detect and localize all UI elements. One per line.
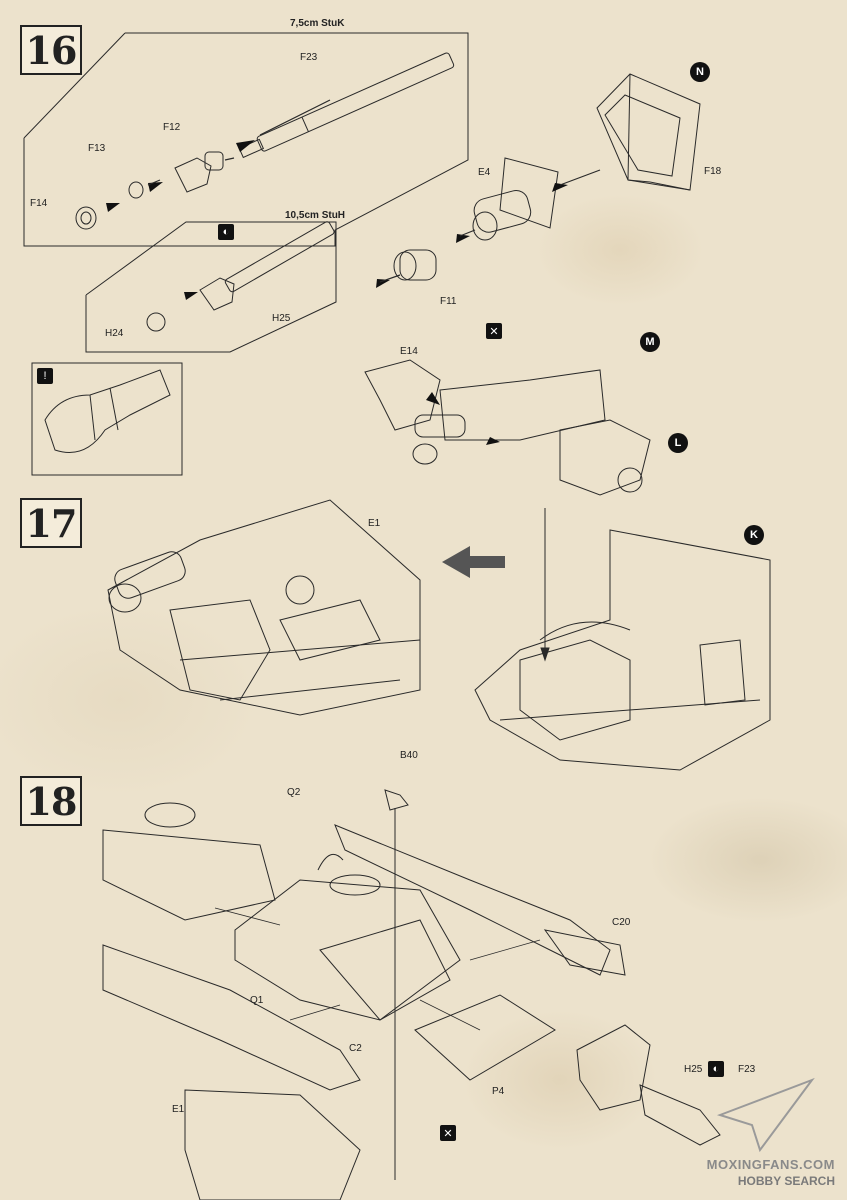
step17-assembly-right bbox=[474, 529, 771, 771]
part-f11 bbox=[393, 249, 437, 281]
variant-switch-icon: ◐ bbox=[218, 224, 234, 240]
glue-icon-step18: ✕ bbox=[440, 1125, 456, 1141]
paint-icon: ! bbox=[37, 368, 53, 384]
variant-switch-icon-step18: ◐ bbox=[708, 1061, 724, 1077]
glue-icon: ✕ bbox=[486, 323, 502, 339]
gun-mount-assembly bbox=[364, 359, 651, 496]
barrel-h25 bbox=[224, 221, 335, 293]
variant-a-title: 7,5cm StuK bbox=[290, 18, 345, 29]
label-e1-step18: E1 bbox=[172, 1104, 185, 1115]
label-e1-step17: E1 bbox=[368, 518, 381, 529]
muzzle-f12 bbox=[174, 151, 224, 193]
variant-a-frame bbox=[23, 32, 469, 247]
ring-f13 bbox=[128, 181, 144, 199]
big-arrow bbox=[442, 546, 505, 578]
label-f14: F14 bbox=[30, 198, 48, 209]
label-h25-step18: H25 bbox=[684, 1064, 703, 1075]
callout-l: L bbox=[668, 433, 688, 453]
label-h25: H25 bbox=[272, 313, 291, 324]
label-e14: E14 bbox=[400, 346, 418, 357]
ring-f14 bbox=[75, 206, 97, 230]
callout-k: K bbox=[744, 525, 764, 545]
label-q1: Q1 bbox=[250, 995, 264, 1006]
step18-hull bbox=[102, 789, 721, 1200]
label-f11: F11 bbox=[440, 296, 457, 307]
callout-n: N bbox=[690, 62, 710, 82]
label-c20: C20 bbox=[612, 917, 631, 928]
variant-b-frame bbox=[85, 221, 337, 353]
callout-m: M bbox=[640, 332, 660, 352]
step17-assembly-left bbox=[107, 499, 421, 716]
label-p4: P4 bbox=[492, 1086, 505, 1097]
label-f13: F13 bbox=[88, 143, 106, 154]
ring-h24 bbox=[146, 312, 166, 332]
step-number-18: 18 bbox=[20, 776, 82, 826]
label-e4: E4 bbox=[478, 167, 491, 178]
detail-box bbox=[31, 362, 183, 476]
label-f23-step18: F23 bbox=[738, 1064, 756, 1075]
label-f18: F18 bbox=[704, 166, 722, 177]
part-e4 bbox=[472, 157, 559, 241]
label-f23: F23 bbox=[300, 52, 318, 63]
watermark-line1: MOXINGFANS.COM bbox=[706, 1157, 835, 1172]
label-h24: H24 bbox=[105, 328, 124, 339]
detail-muzzle bbox=[44, 369, 171, 453]
muzzle-h25 bbox=[199, 277, 235, 311]
step-number-16: 16 bbox=[20, 25, 82, 75]
label-q2: Q2 bbox=[287, 787, 301, 798]
mantlet-f18 bbox=[596, 73, 701, 191]
variant-b-title: 10,5cm StuH bbox=[285, 210, 346, 221]
label-b40: B40 bbox=[400, 750, 418, 761]
step-number-17: 17 bbox=[20, 498, 82, 548]
label-c2: C2 bbox=[349, 1043, 362, 1054]
label-f12: F12 bbox=[163, 122, 181, 133]
watermark-line2: HOBBY SEARCH bbox=[737, 1174, 835, 1188]
